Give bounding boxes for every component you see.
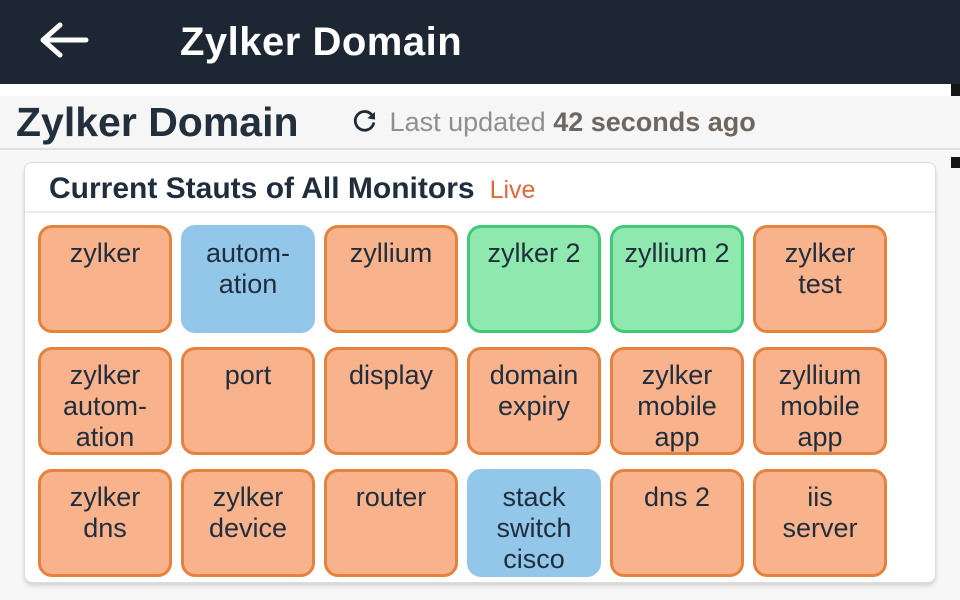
monitor-tile[interactable]: zyllium [324, 225, 458, 333]
monitor-tile[interactable]: display [324, 347, 458, 455]
app-bar-title: Zylker Domain [180, 19, 463, 64]
scrollbar-thumb-lower[interactable] [951, 157, 960, 168]
page-header: Zylker Domain Last updated 42 seconds ag… [0, 96, 960, 150]
app-bar: Zylker Domain [0, 0, 960, 84]
monitor-tile[interactable]: zylker [38, 225, 172, 333]
monitor-tile[interactable]: zyllium 2 [610, 225, 744, 333]
monitor-tile[interactable]: zylker 2 [467, 225, 601, 333]
scrollbar-thumb[interactable] [951, 84, 960, 96]
monitor-tile[interactable]: domain expiry [467, 347, 601, 455]
sub-strip [0, 84, 960, 96]
card-title: Current Stauts of All Monitors [49, 172, 475, 205]
monitor-tile[interactable]: port [181, 347, 315, 455]
last-updated-value: 42 seconds ago [553, 106, 756, 137]
monitor-tile[interactable]: zylker dns [38, 469, 172, 577]
page-title: Zylker Domain [16, 98, 299, 145]
last-updated-text: Last updated 42 seconds ago [390, 107, 756, 138]
live-badge: Live [489, 176, 536, 204]
back-button[interactable] [36, 22, 90, 62]
arrow-left-icon [36, 20, 90, 65]
monitor-tile[interactable]: autom-ation [181, 225, 315, 333]
monitor-tile[interactable]: zylker device [181, 469, 315, 577]
last-updated-label: Last updated [389, 106, 554, 137]
refresh-icon [351, 109, 378, 136]
monitor-tile[interactable]: stack switch cisco [467, 469, 601, 577]
monitor-tile[interactable]: zylker test [753, 225, 887, 333]
monitor-tile[interactable]: dns 2 [610, 469, 744, 577]
monitor-tile[interactable]: zylker mobile app [610, 347, 744, 455]
monitor-tile[interactable]: zylker autom-ation [38, 347, 172, 455]
monitor-tile[interactable]: router [324, 469, 458, 577]
monitor-tile[interactable]: zyllium mobile app [753, 347, 887, 455]
refresh-button[interactable]: Last updated 42 seconds ago [351, 107, 756, 138]
monitor-tile[interactable]: iis server [753, 469, 887, 577]
card-header: Current Stauts of All Monitors Live [25, 163, 935, 213]
monitor-card: Current Stauts of All Monitors Live zylk… [24, 162, 936, 583]
